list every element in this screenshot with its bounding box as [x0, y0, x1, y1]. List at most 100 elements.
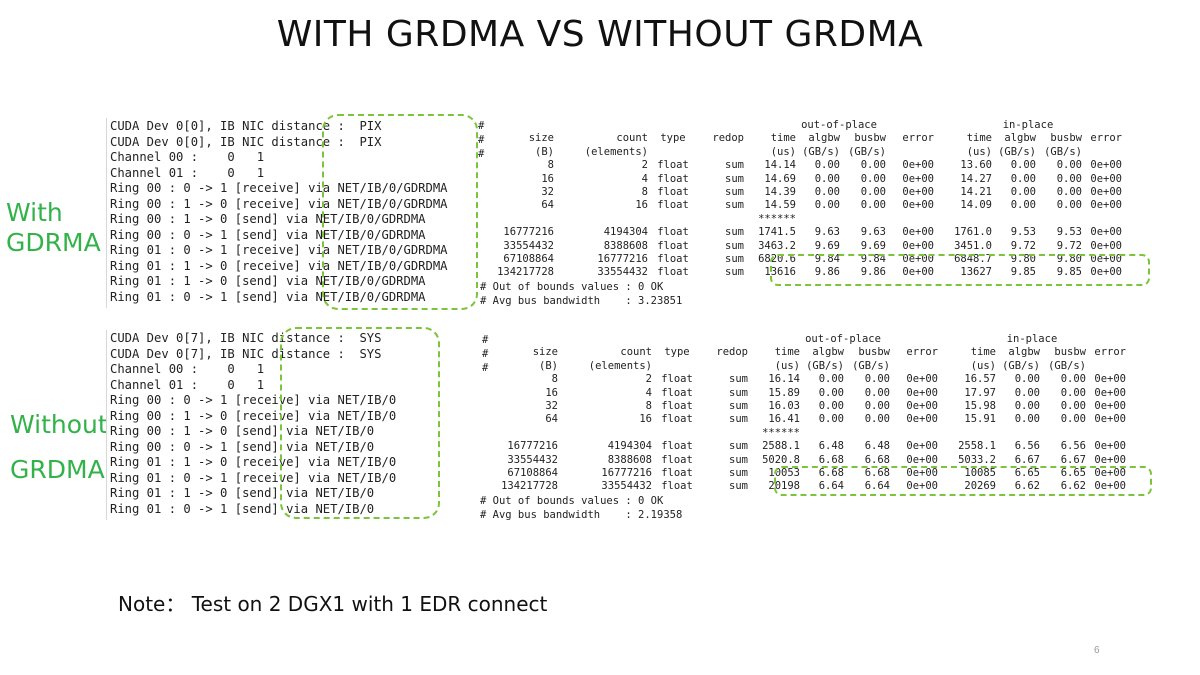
table-cell: 0.00: [814, 172, 840, 185]
table-cell: (elements): [588, 359, 652, 372]
log-line: Ring 00 : 0 -> 1 [receive] via NET/IB/0/…: [110, 181, 448, 195]
group-spacer: [496, 333, 748, 346]
table-cell: 13627: [960, 266, 992, 279]
in-place-header: in-place: [1006, 333, 1058, 345]
table-cell: float: [661, 440, 693, 453]
table-cell: algbw: [812, 346, 844, 359]
slide-title: WITH GRDMA VS WITHOUT GRDMA: [276, 14, 924, 55]
table-cell: sum: [725, 172, 744, 185]
table-cell: 0.00: [814, 199, 840, 212]
table-cell: 6.65: [1014, 467, 1040, 480]
table-cell: 8: [551, 373, 558, 386]
table-cell: 0e+00: [902, 266, 934, 279]
table-cell: 0e+00: [906, 386, 938, 399]
without-hash-3: #: [482, 362, 489, 374]
table-cell: 9.86: [814, 266, 840, 279]
table-cell: 8388608: [603, 239, 648, 252]
without-hash-2: #: [482, 348, 489, 360]
table-cell: size: [532, 346, 558, 359]
with-gdrdma-highlight: [322, 114, 478, 310]
table-cell: 9.85: [1010, 266, 1036, 279]
with-out-of-bounds: # Out of bounds values : 0 OK: [480, 281, 664, 293]
table-cell: [844, 427, 890, 440]
table-cell: 2558.1: [958, 440, 996, 453]
table-cell: (GB/s): [806, 359, 844, 372]
table-cell: 0.00: [864, 386, 890, 399]
table-cell: [648, 213, 698, 226]
table-cell: (B): [539, 359, 558, 372]
table-cell: [1036, 213, 1082, 226]
table-cell: 33554432: [601, 480, 652, 493]
table-cell: [652, 427, 702, 440]
table-cell: [934, 213, 992, 226]
table-cell: float: [661, 453, 693, 466]
table-cell: 0.00: [1014, 413, 1040, 426]
table-row: ******: [496, 427, 1126, 440]
table-cell: [1086, 360, 1126, 373]
table-cell: (GB/s): [1048, 359, 1086, 372]
table-cell: 16: [635, 199, 648, 212]
table-cell: (us): [970, 359, 996, 372]
table-cell: 6.56: [1014, 440, 1040, 453]
with-hash-2: #: [478, 134, 485, 146]
table-cell: time: [966, 132, 992, 145]
table-cell: 0.00: [1056, 172, 1082, 185]
table-cell: 0e+00: [1090, 253, 1122, 266]
table-cell: error: [1090, 132, 1122, 145]
log-line: Ring 00 : 1 -> 0 [receive] via NET/IB/0/…: [110, 196, 448, 211]
table-cell: 9.84: [860, 253, 886, 266]
table-cell: 5033.2: [958, 453, 996, 466]
table-cell: 134217728: [501, 480, 558, 493]
table-cell: 20269: [964, 480, 996, 493]
table-cell: 0.00: [818, 386, 844, 399]
table-cell: error: [906, 346, 938, 359]
table-cell: sum: [725, 186, 744, 199]
table-cell: sum: [725, 266, 744, 279]
table-cell: size: [528, 132, 554, 145]
log-margin-line-2: [106, 330, 107, 520]
table-cell: 2: [641, 159, 648, 172]
table-cell: [796, 213, 840, 226]
table-cell: float: [657, 186, 689, 199]
table-cell: (GB/s): [998, 145, 1036, 158]
table-cell: sum: [729, 453, 748, 466]
table-cell: 0.00: [860, 159, 886, 172]
table-cell: error: [902, 132, 934, 145]
table-cell: 3463.2: [758, 239, 796, 252]
table-cell: 9.63: [814, 226, 840, 239]
table-cell: (GB/s): [852, 359, 890, 372]
table-cell: 0.00: [1010, 159, 1036, 172]
table-cell: 0e+00: [1094, 413, 1126, 426]
log-line: CUDA Dev 0[7], IB NIC distance : SYS: [110, 346, 382, 361]
table-cell: [1082, 146, 1122, 159]
table-cell: 0e+00: [1094, 440, 1126, 453]
table-cell: 1741.5: [758, 226, 796, 239]
table-cell: [492, 213, 554, 226]
table-cell: 8: [641, 186, 648, 199]
table-cell: 9.84: [814, 253, 840, 266]
out-of-place-header: out-of-place: [801, 119, 877, 131]
log-line: Ring 00 : 1 -> 0 [send] via NET/IB/0/GDR…: [110, 212, 426, 226]
log-line: Ring 01 : 1 -> 0 [receive] via NET/IB/0/…: [110, 258, 448, 273]
table-cell: 9.86: [860, 266, 886, 279]
log-line: Ring 00 : 0 -> 1 [send] via NET/IB/0/GDR…: [110, 227, 426, 242]
table-cell: 0e+00: [906, 453, 938, 466]
table-cell: algbw: [1004, 132, 1036, 145]
log-margin-line: [106, 118, 107, 308]
page-number: 6: [1094, 645, 1100, 656]
table-cell: 6.62: [1014, 480, 1040, 493]
table-cell: 0e+00: [1094, 400, 1126, 413]
table-cell: redop: [716, 346, 748, 359]
table-cell: 14.27: [960, 172, 992, 185]
table-cell: 6.56: [1060, 440, 1086, 453]
table-cell: [890, 427, 938, 440]
table-cell: 0e+00: [906, 373, 938, 386]
table-cell: (elements): [584, 145, 648, 158]
